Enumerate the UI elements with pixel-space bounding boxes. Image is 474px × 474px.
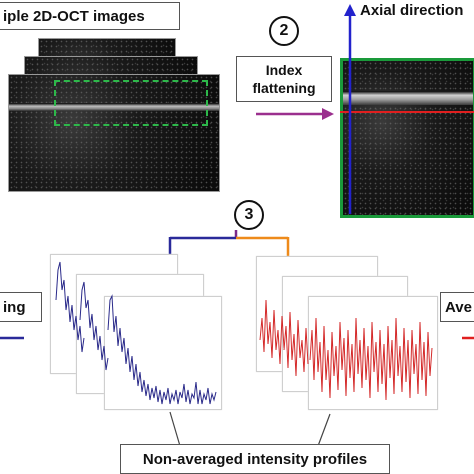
index-flattening-line2: flattening [252,80,316,96]
oct-images-text: iple 2D-OCT images [3,7,145,25]
blue-profile-plot-front [104,296,222,410]
axial-direction-text: Axial direction [360,2,464,19]
left-cutoff-label: ing [0,292,42,322]
step-3-number: 3 [234,200,264,230]
index-flattening-line1: Index [265,62,303,78]
right-cutoff-text: Ave [445,298,472,316]
flattened-oct-image [340,58,474,218]
right-cutoff-label: Ave [440,292,474,322]
non-averaged-profiles-text: Non-averaged intensity profiles [142,450,368,468]
flattening-region-box [54,80,208,126]
step-3-text: 3 [244,206,254,223]
non-averaged-profiles-label: Non-averaged intensity profiles [120,444,390,474]
step-2-text: 2 [279,22,289,39]
index-flattening-label: Index flattening [236,56,332,102]
axial-direction-label: Axial direction [360,2,463,19]
axial-arrow-head [344,4,356,16]
step-2-number: 2 [269,16,299,46]
left-cutoff-text: ing [3,298,26,316]
oct-image-front [8,74,220,192]
oct-images-label: iple 2D-OCT images [0,2,180,30]
